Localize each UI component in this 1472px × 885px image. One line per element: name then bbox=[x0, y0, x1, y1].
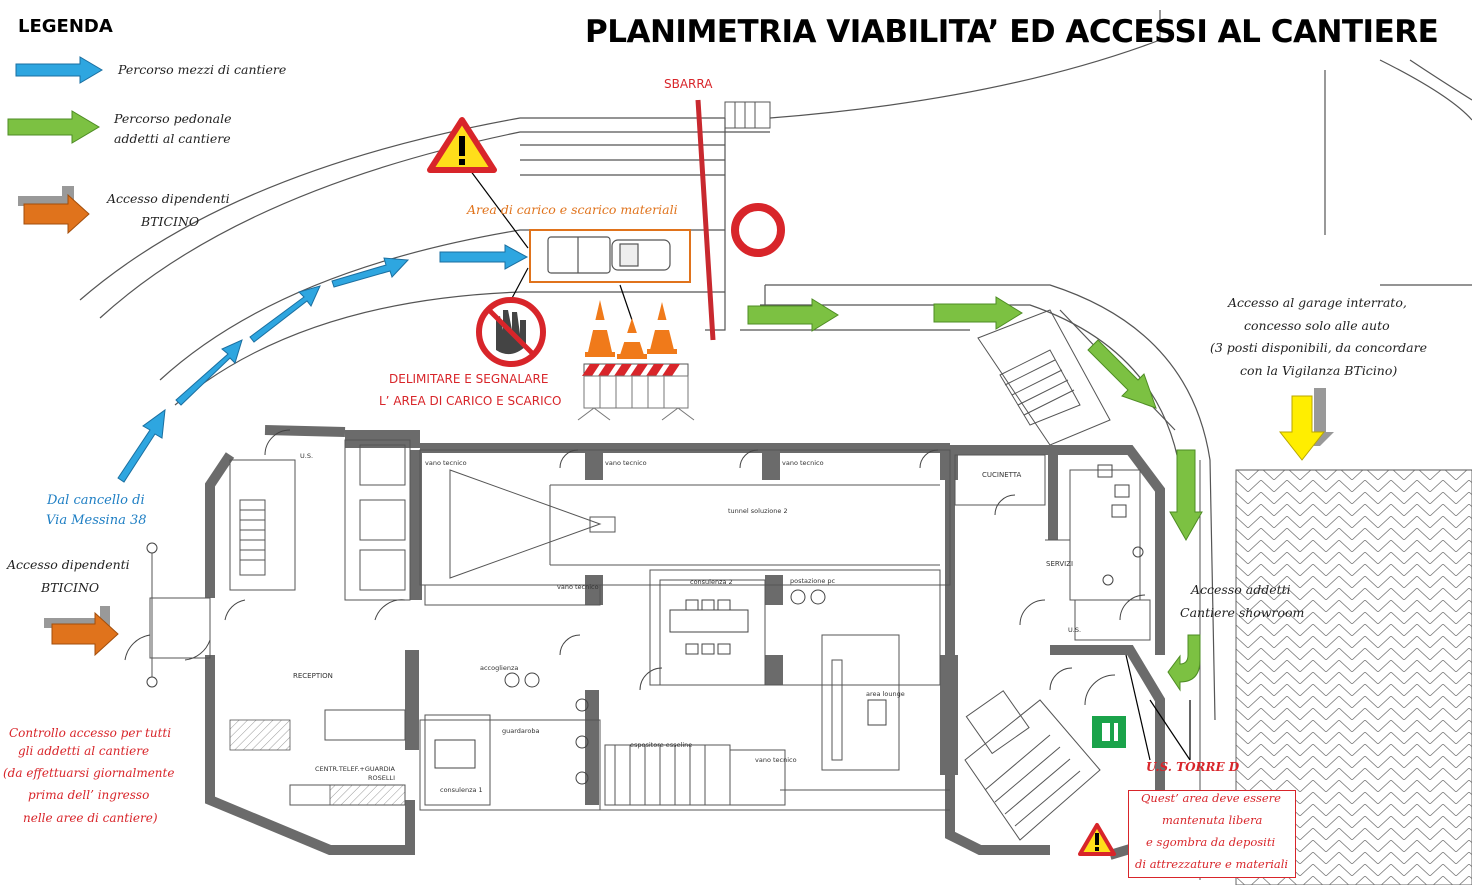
gate-label-1: Dal cancello di bbox=[47, 493, 145, 508]
no-access-hand-icon bbox=[476, 297, 546, 367]
control-label-3: (da effettuarsi giornalmente bbox=[3, 766, 175, 780]
room-tunnel: tunnel soluzione 2 bbox=[728, 507, 788, 515]
worker-access-label-1: Accesso addetti bbox=[1191, 582, 1291, 597]
control-label-2: gli addetti al cantiere bbox=[18, 744, 150, 758]
pedestrian-path-arrows bbox=[747, 296, 1203, 692]
barrier-icon bbox=[577, 363, 695, 421]
keep-free-label-4: di attrezzature e materiali bbox=[1135, 857, 1289, 871]
road-lines bbox=[79, 10, 1472, 721]
room-vano-tecnico-4: vano tecnico bbox=[557, 583, 599, 591]
legend-label-pedestrian-2: addetti al cantiere bbox=[114, 131, 231, 146]
room-vano-tecnico-1: vano tecnico bbox=[425, 459, 467, 467]
delimit-label-1: DELIMITARE E SEGNALARE bbox=[389, 372, 549, 386]
ramp-stairs bbox=[977, 309, 1111, 446]
traffic-cones-icon bbox=[585, 300, 677, 359]
garage-label-3: (3 posti disponibili, da concordare bbox=[1210, 340, 1428, 355]
page-title: PLANIMETRIA VIABILITA’ ED ACCESSI AL CAN… bbox=[585, 14, 1439, 50]
keep-free-label-1: Quest’ area deve essere bbox=[1141, 791, 1281, 805]
employee-access-label-2: BTICINO bbox=[41, 580, 100, 595]
legend-arrow-blue bbox=[15, 56, 103, 84]
keep-free-box bbox=[1128, 790, 1296, 878]
room-vano-tecnico-2: vano tecnico bbox=[605, 459, 647, 467]
warning-sign-icon bbox=[427, 117, 497, 173]
room-guardaroba: guardaroba bbox=[502, 727, 540, 735]
legend-label-employees-1: Accesso dipendenti bbox=[107, 191, 230, 206]
warning-sign-small-icon bbox=[1078, 823, 1116, 856]
room-centralino-1: CENTR.TELEF.+GUARDIA bbox=[315, 765, 395, 773]
garage-label-1: Accesso al garage interrato, bbox=[1228, 295, 1407, 310]
room-servizi: SERVIZI bbox=[1046, 560, 1074, 568]
vehicle-path-arrows bbox=[117, 244, 529, 483]
building-walls bbox=[205, 425, 1165, 860]
loading-area bbox=[529, 229, 691, 283]
keep-free-label-3: e sgombra da depositi bbox=[1146, 835, 1276, 849]
loading-area-label: Area di carico e scarico materiali bbox=[467, 202, 678, 217]
garage-arrow bbox=[1278, 388, 1334, 461]
room-vano-tecnico-3: vano tecnico bbox=[782, 459, 824, 467]
legend-arrow-green bbox=[7, 110, 100, 144]
control-label-1: Controllo accesso per tutti bbox=[9, 726, 172, 740]
torre-label: U.S. TORRE D bbox=[1146, 760, 1240, 774]
worker-access-label-2: Cantiere showroom bbox=[1180, 605, 1305, 620]
control-label-4: prima dell’ ingresso bbox=[28, 788, 150, 802]
legend-title: LEGENDA bbox=[18, 16, 113, 37]
delimit-label-2: L’ AREA DI CARICO E SCARICO bbox=[379, 394, 562, 408]
room-reception: RECEPTION bbox=[293, 672, 333, 680]
room-area-lounge: area lounge bbox=[866, 690, 905, 698]
furniture bbox=[434, 464, 1144, 785]
truck-icon bbox=[547, 236, 671, 274]
room-vano-tecnico-5: vano tecnico bbox=[755, 756, 797, 764]
room-postazione: postazione pc bbox=[790, 577, 836, 585]
stair-top bbox=[724, 101, 771, 129]
sbarra-barrier bbox=[695, 99, 716, 341]
room-cucinetta: CUCINETTA bbox=[982, 471, 1022, 479]
door-arcs bbox=[124, 429, 1146, 706]
control-label-5: nelle aree di cantiere) bbox=[23, 811, 158, 825]
sbarra-label: SBARRA bbox=[664, 77, 713, 91]
employee-access-arrow bbox=[44, 606, 119, 657]
exit-sign-icon bbox=[1092, 716, 1126, 748]
gate-label-2: Via Messina 38 bbox=[46, 513, 147, 528]
room-espositore: espositore esseline bbox=[630, 741, 693, 749]
legend-label-pedestrian-1: Percorso pedonale bbox=[114, 111, 232, 126]
legend-label-vehicles: Percorso mezzi di cantiere bbox=[118, 62, 287, 77]
room-consulenza-2: consulenza 2 bbox=[690, 578, 733, 586]
garage-label-2: concesso solo alle auto bbox=[1244, 318, 1390, 333]
legend-arrow-orange bbox=[18, 186, 90, 235]
room-centralino-2: ROSELLI bbox=[368, 774, 396, 782]
employee-access-label-1: Accesso dipendenti bbox=[7, 557, 130, 572]
garage-label-4: con la Vigilanza BTicino) bbox=[1240, 363, 1398, 378]
room-consulenza-1: consulenza 1 bbox=[440, 786, 483, 794]
no-entry-sign-icon bbox=[731, 203, 785, 257]
room-accoglienza: accoglienza bbox=[480, 664, 519, 672]
interior-lines bbox=[149, 439, 1151, 841]
room-us-2: U.S. bbox=[1068, 626, 1082, 634]
keep-free-label-2: mantenuta libera bbox=[1162, 813, 1263, 827]
room-us-1: U.S. bbox=[300, 452, 314, 460]
legend-label-employees-2: BTICINO bbox=[141, 214, 200, 229]
